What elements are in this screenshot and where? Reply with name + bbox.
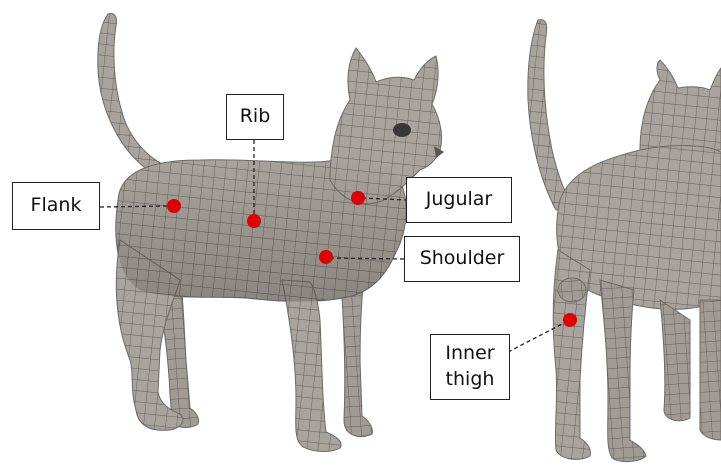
cat-left-front-leg-near xyxy=(282,280,341,451)
cat-right-front-legs xyxy=(660,300,721,440)
label-jugular: Jugular xyxy=(406,177,512,223)
label-rib: Rib xyxy=(226,94,284,140)
cat-right xyxy=(528,20,721,462)
cat-right-head xyxy=(640,60,721,150)
marker-shoulder xyxy=(319,250,333,264)
marker-jugular xyxy=(351,191,365,205)
cat-left-eye xyxy=(393,123,411,137)
label-shoulder: Shoulder xyxy=(404,236,520,282)
cat-right-tail xyxy=(528,20,574,210)
cat-left-tail xyxy=(98,14,170,171)
label-flank: Flank xyxy=(12,182,100,230)
marker-inner-thigh xyxy=(563,313,577,327)
label-inner-thigh: Inner thigh xyxy=(430,334,510,400)
cat-right-hind-leg-right xyxy=(600,280,646,462)
marker-flank xyxy=(167,199,181,213)
cat-right-tail-base xyxy=(558,278,586,302)
marker-rib xyxy=(247,214,261,228)
cat-left xyxy=(98,14,444,452)
